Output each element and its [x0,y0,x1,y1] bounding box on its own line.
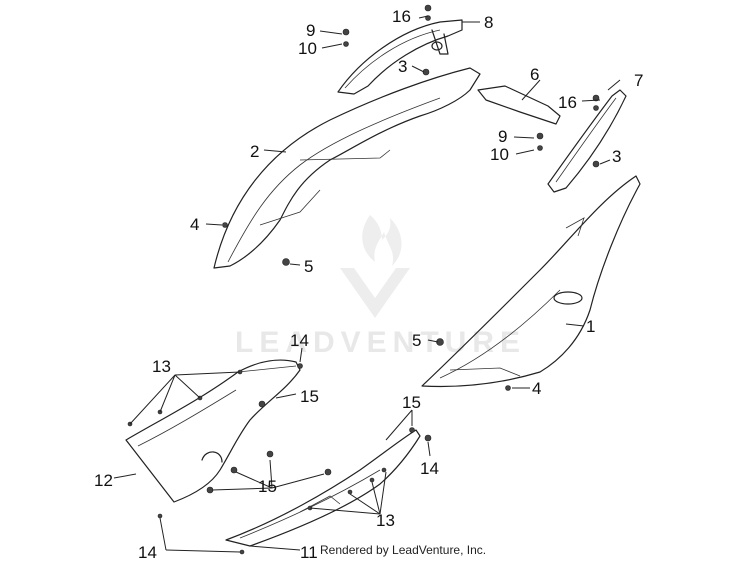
leader-lines [113,15,621,553]
callout-5-right: 5 [412,331,421,350]
callout-13-left: 13 [152,357,171,376]
callout-16-top: 16 [392,7,411,26]
callout-5-left: 5 [304,257,313,276]
watermark-text: LEADVENTURE [235,326,526,359]
callout-15-bottom: 15 [258,477,277,496]
callout-4-left: 4 [190,215,199,234]
part-7-right-grab-handle [547,89,627,193]
fasteners [127,4,600,555]
callout-11: 11 [300,543,318,562]
callout-2: 2 [250,142,259,161]
callout-10-top: 10 [298,39,317,58]
part-2-left-side-panel [213,67,481,269]
callout-1: 1 [586,317,595,336]
callout-15-left: 15 [300,387,319,406]
part-1-right-side-panel [421,175,641,388]
callout-7: 7 [634,71,643,90]
callout-3-right: 3 [612,147,621,166]
callout-10-right: 10 [490,145,509,164]
part-12-left-lower-cover [125,359,301,503]
callout-3-top: 3 [398,57,407,76]
callout-13-bottom: 13 [376,511,395,530]
callout-14-bottom: 14 [138,543,157,562]
credit-text: Rendered by LeadVenture, Inc. [320,543,486,557]
callout-14-right: 14 [420,459,439,478]
callout-9-right: 9 [498,127,507,146]
part-6-bracket [477,85,561,125]
callout-8: 8 [484,13,493,32]
callout-9-top: 9 [306,21,315,40]
callout-12: 12 [94,471,113,490]
callout-labels: 16 8 9 10 3 2 4 5 6 7 16 9 10 3 1 5 4 14… [94,7,643,562]
part-8-grab-handle [337,19,463,95]
callout-4-right: 4 [532,379,541,398]
callout-16-right: 16 [558,93,577,112]
callout-6: 6 [530,65,539,84]
watermark-logo: LEADVENTURE [235,215,526,359]
callout-15-right: 15 [402,393,421,412]
callout-14-left: 14 [290,331,309,350]
